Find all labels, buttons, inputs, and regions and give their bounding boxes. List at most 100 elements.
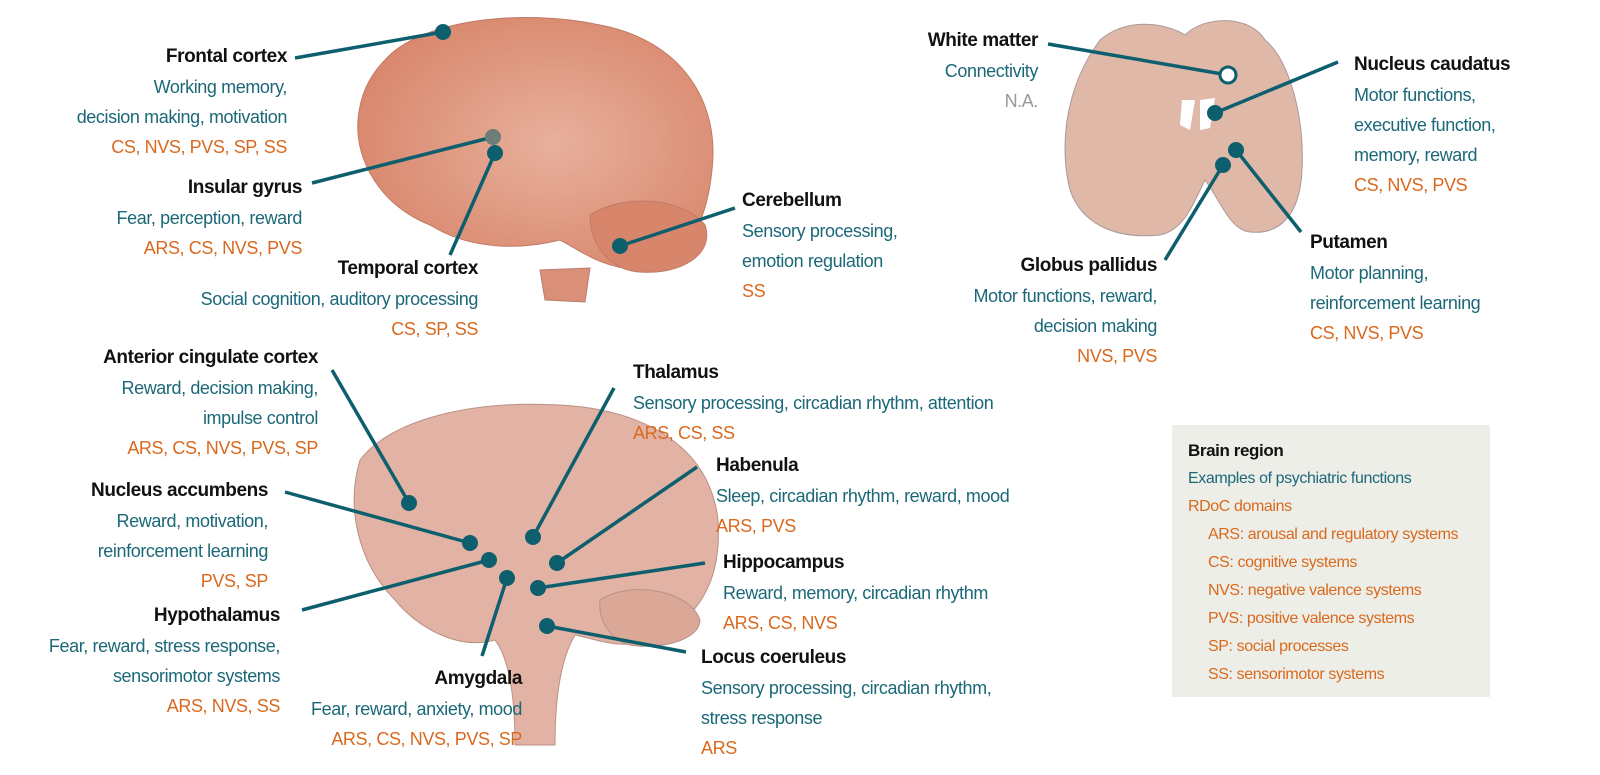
region-title: White matter (927, 30, 1039, 51)
region-title: Habenula (716, 455, 799, 476)
legend-item: ARS: arousal and regulatory systems (1208, 526, 1459, 543)
region-title: Temporal cortex (337, 258, 479, 279)
label-thalamus: Thalamus Sensory processing, circadian r… (633, 358, 994, 448)
region-title: Anterior cingulate cortex (103, 347, 318, 368)
label-hippocampus: Hippocampus Reward, memory, circadian rh… (723, 548, 988, 638)
region-title: Hippocampus (723, 552, 845, 573)
region-title: Frontal cortex (165, 46, 287, 67)
region-domains: ARS, NVS, SS (166, 696, 281, 716)
marker-insular (485, 129, 501, 145)
marker-frontal (435, 24, 451, 40)
region-domains: NVS, PVS (1077, 346, 1157, 366)
marker-accumbens (462, 535, 478, 551)
region-functions: Motor functions, reward, (973, 286, 1158, 306)
marker-thalamus (525, 529, 541, 545)
medial-brain-shape (353, 403, 719, 746)
region-title: Globus pallidus (1020, 255, 1157, 276)
region-functions: Social cognition, auditory processing (200, 289, 479, 309)
region-functions: Reward, motivation, (116, 511, 269, 531)
label-insular-gyrus: Insular gyrus Fear, perception, reward A… (117, 173, 303, 263)
region-title: Nucleus accumbens (91, 480, 268, 501)
marker-locus (539, 618, 555, 634)
region-domains: ARS, PVS (716, 516, 796, 536)
region-title: Nucleus caudatus (1354, 54, 1511, 75)
region-domains: CS, SP, SS (391, 319, 478, 339)
legend-item: CS: cognitive systems (1208, 554, 1357, 571)
brainstem-lateral (539, 267, 591, 303)
marker-hypothalamus (481, 552, 497, 568)
region-title: Thalamus (633, 362, 719, 383)
region-title: Cerebellum (742, 190, 842, 211)
cerebellum-medial (599, 589, 701, 647)
legend-item: NVS: negative valence systems (1208, 582, 1422, 599)
region-functions: Connectivity (944, 61, 1039, 81)
marker-hippocampus (530, 580, 546, 596)
marker-putamen (1228, 142, 1244, 158)
label-globus-pallidus: Globus pallidus Motor functions, reward,… (973, 251, 1158, 371)
marker-acc (401, 495, 417, 511)
region-functions: Sensory processing, circadian rhythm, at… (633, 393, 994, 413)
ventricles (1180, 98, 1215, 130)
marker-caudatus (1207, 105, 1223, 121)
region-functions: stress response (701, 708, 823, 728)
leader-lines (284, 30, 1339, 657)
legend-domains: RDoC domains (1188, 498, 1292, 515)
region-domains: CS, NVS, PVS (1354, 175, 1468, 195)
region-domains: ARS, CS, NVS, PVS, SP (127, 438, 318, 458)
marker-white-matter (1218, 65, 1238, 85)
label-temporal-cortex: Temporal cortex Social cognition, audito… (200, 254, 479, 344)
legend-title: Brain region (1188, 441, 1284, 460)
region-domains: SS (742, 281, 766, 301)
region-title: Putamen (1310, 232, 1388, 253)
region-domains: ARS (701, 738, 737, 758)
legend-item: SP: social processes (1208, 638, 1349, 655)
region-functions: reinforcement learning (97, 541, 269, 561)
region-functions: Fear, perception, reward (116, 208, 303, 228)
region-domains: ARS, CS, NVS (723, 613, 838, 633)
region-functions: decision making, motivation (76, 107, 288, 127)
region-domains: PVS, SP (200, 571, 269, 591)
region-functions: Sensory processing, circadian rhythm, (701, 678, 992, 698)
legend-functions: Examples of psychiatric functions (1188, 470, 1412, 487)
label-hypothalamus: Hypothalamus Fear, reward, stress respon… (48, 601, 281, 721)
label-anterior-cingulate-cortex: Anterior cingulate cortex Reward, decisi… (103, 343, 318, 463)
coronal-slice (1064, 20, 1303, 237)
region-domains: N.A. (1004, 91, 1039, 111)
medial-brain (353, 403, 719, 746)
region-functions: reinforcement learning (1310, 293, 1481, 313)
region-domains: ARS, CS, NVS, PVS, SP (331, 729, 522, 749)
marker-amygdala (499, 570, 515, 586)
region-functions: Motor functions, (1354, 85, 1476, 105)
region-title: Insular gyrus (187, 177, 303, 198)
region-domains: ARS, CS, NVS, PVS (143, 238, 303, 258)
marker-cerebellum (612, 238, 628, 254)
region-functions: Motor planning, (1310, 263, 1429, 283)
label-nucleus-accumbens: Nucleus accumbens Reward, motivation, re… (91, 476, 268, 596)
marker-temporal (487, 145, 503, 161)
region-functions: decision making (1033, 316, 1157, 336)
region-functions: executive function, (1354, 115, 1496, 135)
region-functions: Fear, reward, anxiety, mood (311, 699, 522, 719)
region-functions: Reward, memory, circadian rhythm (723, 583, 988, 603)
marker-pallidus (1215, 157, 1231, 173)
label-habenula: Habenula Sleep, circadian rhythm, reward… (716, 451, 1010, 541)
marker-habenula (549, 555, 565, 571)
region-functions: memory, reward (1354, 145, 1478, 165)
label-white-matter: White matter Connectivity N.A. (927, 26, 1039, 116)
region-domains: CS, NVS, PVS, SP, SS (111, 137, 287, 157)
legend-item: PVS: positive valence systems (1208, 610, 1415, 627)
coronal-tissue (1064, 20, 1303, 237)
label-amygdala: Amygdala Fear, reward, anxiety, mood ARS… (311, 664, 522, 754)
region-functions: sensorimotor systems (112, 666, 280, 686)
region-functions: Sleep, circadian rhythm, reward, mood (716, 486, 1010, 506)
label-cerebellum: Cerebellum Sensory processing, emotion r… (742, 186, 898, 306)
region-functions: Reward, decision making, (121, 378, 319, 398)
legend-box: Brain region Examples of psychiatric fun… (1172, 425, 1490, 697)
region-functions: emotion regulation (742, 251, 883, 271)
region-title: Amygdala (434, 668, 522, 689)
region-functions: Fear, reward, stress response, (48, 636, 281, 656)
label-putamen: Putamen Motor planning, reinforcement le… (1310, 228, 1481, 348)
region-title: Hypothalamus (153, 605, 281, 626)
